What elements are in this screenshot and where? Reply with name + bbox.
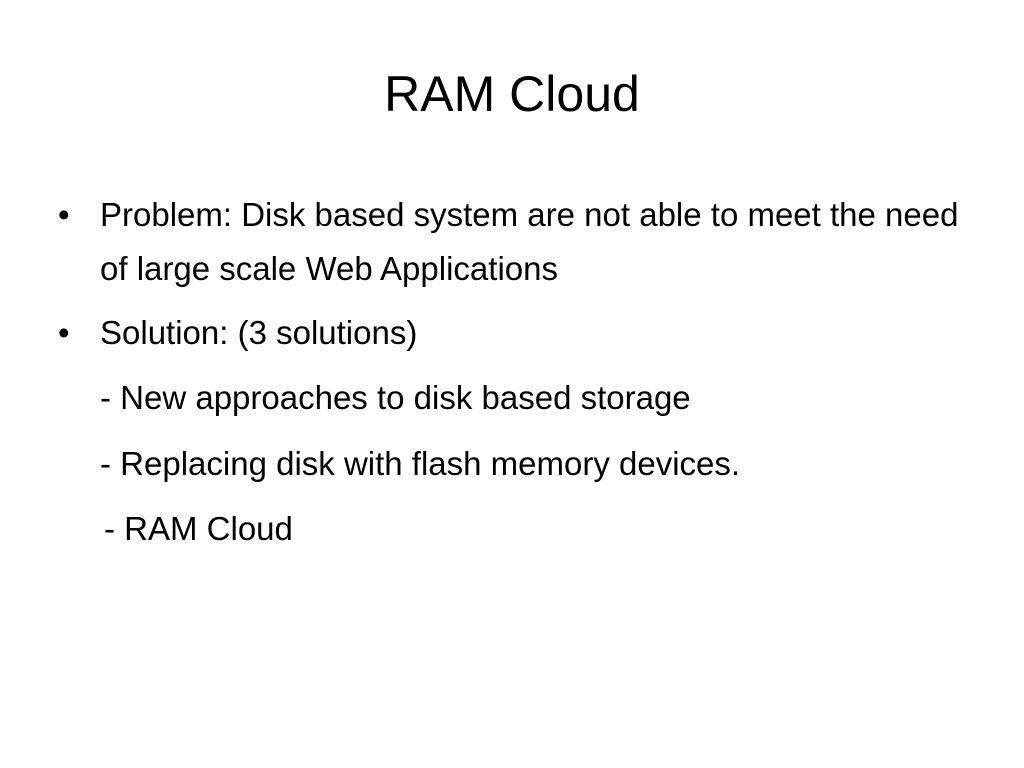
bullet-text: Solution: (3 solutions) <box>100 314 418 351</box>
bullet-text: Problem: Disk based system are not able … <box>100 196 959 287</box>
bullet-problem: • Problem: Disk based system are not abl… <box>58 188 978 296</box>
bullet-marker: • <box>58 314 70 351</box>
solution-item-flash-memory: - Replacing disk with flash memory devic… <box>100 445 741 482</box>
solution-item-disk-storage: - New approaches to disk based storage <box>100 379 691 416</box>
slide-title: RAM Cloud <box>384 66 640 122</box>
bullet-marker: • <box>58 196 70 233</box>
bullet-solution: • Solution: (3 solutions) <box>58 306 978 360</box>
solution-item-ram-cloud: - RAM Cloud <box>104 510 293 547</box>
